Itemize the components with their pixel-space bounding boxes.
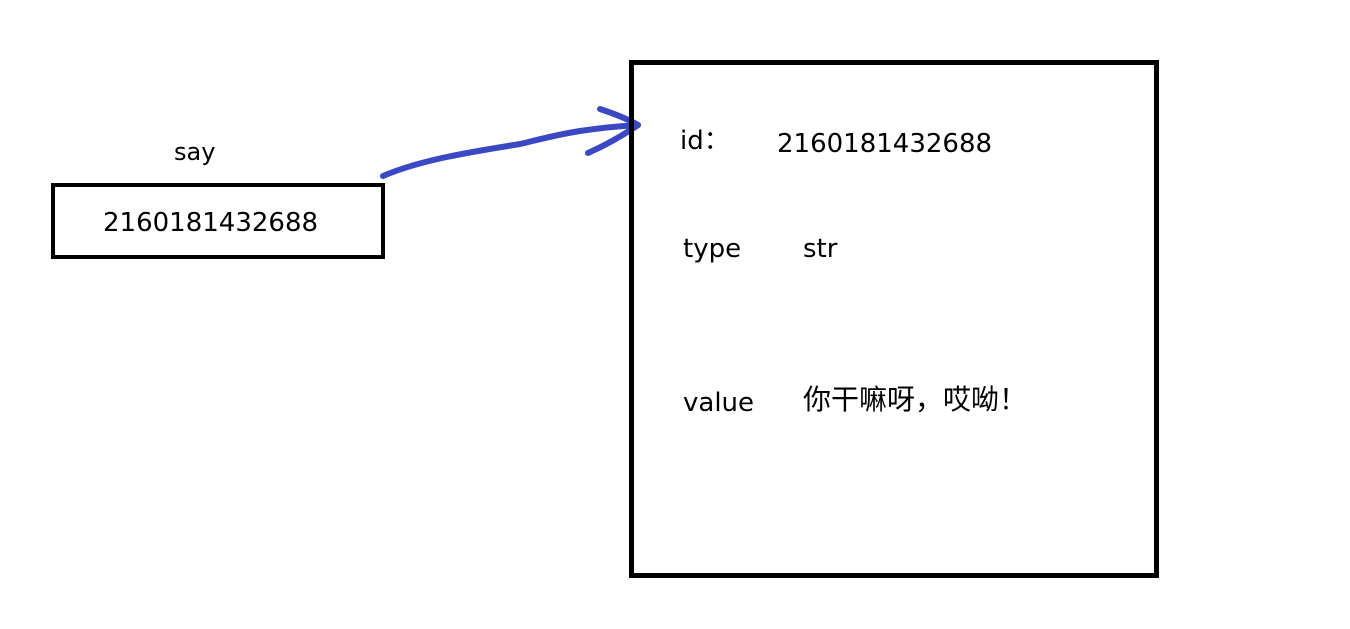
field-value-type: str	[803, 234, 838, 264]
field-key-value: value	[683, 388, 755, 418]
field-value-value: 你干嘛呀，哎呦！	[803, 383, 1028, 416]
object-box: id： 2160181432688 type str value 你干嘛呀，哎呦…	[629, 60, 1159, 578]
variable-name-label: say	[174, 138, 216, 166]
arrow-shaft	[380, 122, 641, 179]
field-key-id: id：	[680, 126, 730, 156]
field-key-type: type	[683, 234, 742, 264]
variable-box: 2160181432688	[51, 183, 385, 259]
field-value-id: 2160181432688	[777, 129, 993, 159]
variable-value: 2160181432688	[103, 208, 319, 238]
